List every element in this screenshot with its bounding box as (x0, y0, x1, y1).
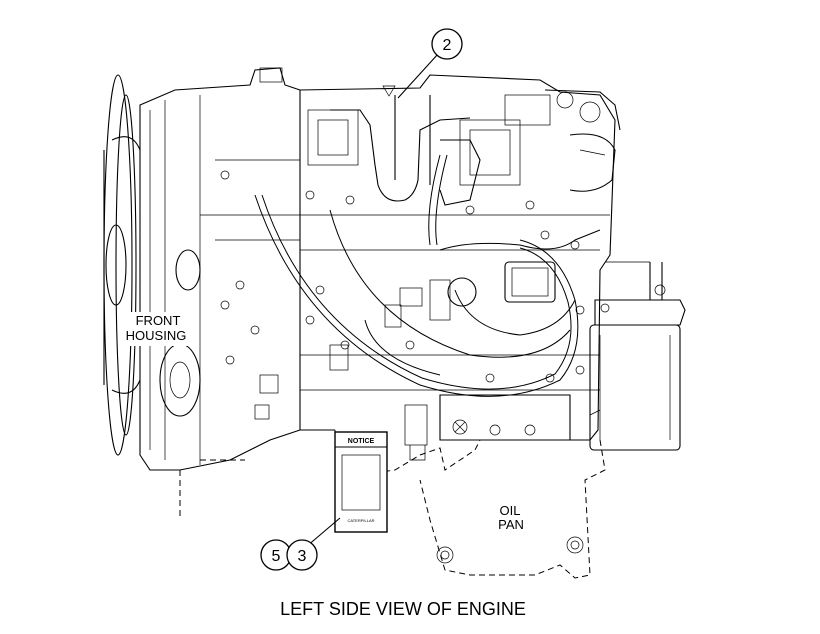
fuel-filter (589, 261, 686, 451)
callout-5: 5 (260, 539, 292, 571)
callout-2: 2 (431, 28, 463, 60)
tubing (254, 154, 601, 397)
notice-decal: NOTICE CATERPILLAR (334, 431, 388, 533)
front-housing-label-line1: FRONT (136, 313, 181, 328)
callout-2-leader (397, 53, 439, 99)
callout-3: 3 (286, 539, 318, 571)
callout-2-number: 2 (443, 37, 452, 54)
front-housing-label-bg (128, 312, 190, 346)
warning-triangle-icon (382, 85, 396, 97)
oil-pan (179, 430, 606, 579)
front-housing (139, 67, 301, 471)
figure-caption: LEFT SIDE VIEW OF ENGINE (280, 599, 526, 619)
callout-5-number: 5 (272, 548, 281, 565)
notice-decal-logo: CATERPILLAR (347, 518, 374, 523)
front-pulley-group (103, 74, 201, 456)
engine-block (200, 74, 621, 461)
oil-pan-label-line1: OIL (500, 503, 521, 518)
front-housing-label-line2: HOUSING (126, 328, 187, 343)
oil-pan-label-line2: PAN (498, 517, 524, 532)
callout-3-number: 3 (298, 548, 307, 565)
notice-decal-title: NOTICE (348, 438, 375, 445)
